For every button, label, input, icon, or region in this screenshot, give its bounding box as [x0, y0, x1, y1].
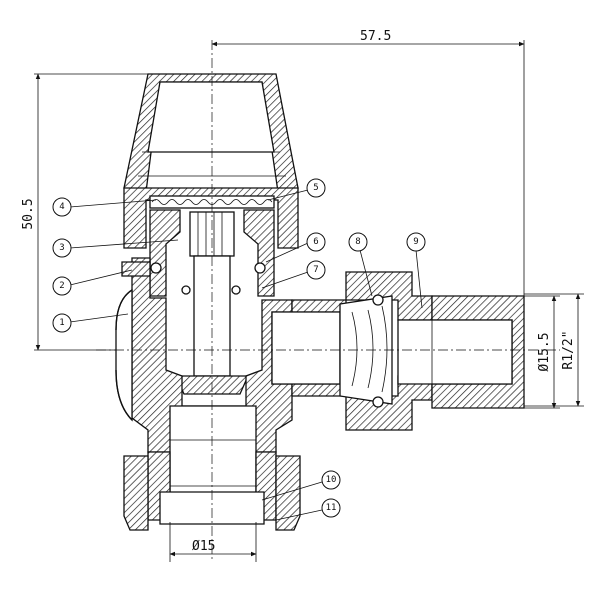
- callout-9: [406, 232, 426, 252]
- callout-1: [52, 313, 72, 333]
- callout-2: [52, 276, 72, 296]
- dimension-height: 50.5: [21, 73, 148, 351]
- callout-3: [52, 238, 72, 258]
- valve-body: [115, 257, 293, 453]
- callout-2-label: 2: [59, 281, 64, 291]
- outlet-diameter-label: Ø15.5: [537, 332, 552, 371]
- dimension-thread: R1/2": [524, 293, 584, 407]
- inlet-branch: [123, 405, 301, 531]
- dimension-inlet-diameter: Ø15: [169, 522, 257, 562]
- callout-11: [321, 498, 341, 518]
- inlet-diameter-label: Ø15: [192, 539, 215, 554]
- callout-10-label: 10: [326, 475, 337, 485]
- callouts: 1 2 3 4 5 6 7 8 9 10 11: [52, 178, 426, 521]
- callout-7: [306, 260, 326, 280]
- dimension-width: 57.5: [211, 29, 525, 296]
- callout-6-label: 6: [313, 237, 318, 247]
- outlet-branch: [271, 271, 525, 431]
- dimension-height-label: 50.5: [21, 198, 36, 229]
- callout-5: [306, 178, 326, 198]
- callout-5-label: 5: [313, 183, 318, 193]
- callout-7-label: 7: [313, 265, 318, 275]
- callout-6: [306, 232, 326, 252]
- callout-8-label: 8: [355, 237, 360, 247]
- dimension-outlet-diameter: Ø15.5: [524, 295, 560, 409]
- callout-4: [52, 197, 72, 217]
- callout-3-label: 3: [59, 243, 64, 253]
- callout-11-label: 11: [326, 503, 337, 513]
- callout-1-label: 1: [59, 318, 64, 328]
- callout-10: [321, 470, 341, 490]
- dimension-width-label: 57.5: [360, 29, 391, 44]
- callout-9-label: 9: [413, 237, 418, 247]
- callout-4-label: 4: [59, 202, 64, 212]
- thread-label: R1/2": [561, 330, 576, 369]
- callout-8: [348, 232, 368, 252]
